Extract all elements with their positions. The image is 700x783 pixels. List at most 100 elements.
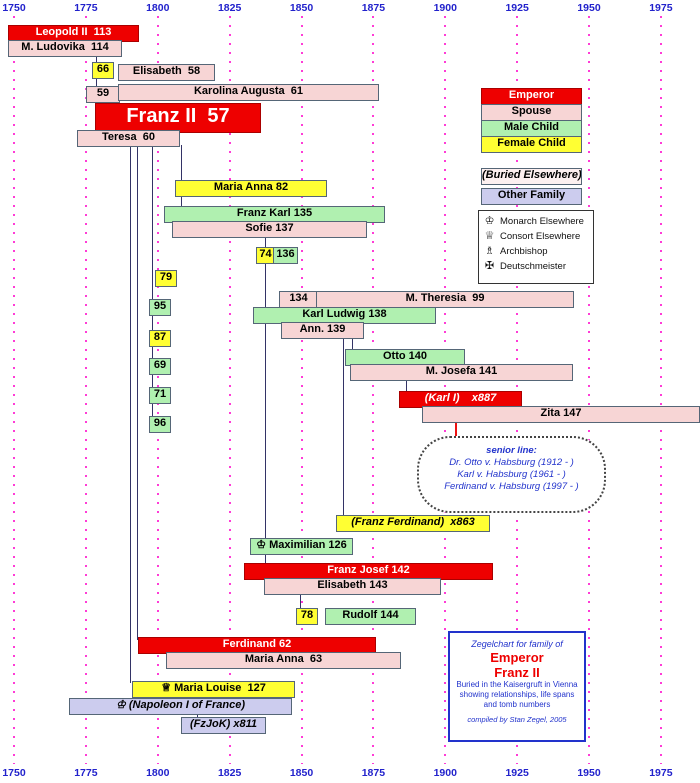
year-label-bottom-1875: 1875 — [361, 767, 386, 779]
person-bar-sofie-137: Sofie 137 — [172, 221, 367, 238]
timeline-gridline-1875 — [372, 16, 375, 764]
connector-line-8 — [352, 337, 353, 351]
person-bar-franz-ii-57: Franz II 57 — [95, 103, 261, 133]
year-label-top-1925: 1925 — [505, 2, 529, 14]
person-bar-tomb-87: 87 — [149, 330, 171, 347]
timeline-gridline-1850 — [300, 16, 303, 764]
year-label-bottom-1850: 1850 — [289, 767, 314, 779]
senior-line-heading: senior line: — [486, 445, 537, 456]
person-bar-rudolf-144: Rudolf 144 — [325, 608, 416, 625]
person-bar-tomb-74: 74 — [256, 247, 275, 264]
connector-line-1 — [130, 145, 131, 683]
info-box-subtitle: Zegelchart for family of — [471, 639, 563, 649]
connector-line-7 — [343, 337, 344, 517]
year-label-top-1825: 1825 — [217, 2, 242, 14]
person-bar-franz-ferdinand-x863: (Franz Ferdinand) x863 — [336, 515, 490, 532]
person-bar-maria-anna-82: Maria Anna 82 — [175, 180, 327, 197]
timeline-gridline-1975 — [659, 16, 662, 764]
year-label-bottom-1925: 1925 — [505, 767, 529, 779]
person-bar-m-josefa-141: M. Josefa 141 — [350, 364, 573, 381]
year-label-bottom-1825: 1825 — [217, 767, 242, 779]
person-bar-maria-anna-63: Maria Anna 63 — [166, 652, 401, 669]
person-bar-tomb-59: 59 — [86, 86, 120, 103]
person-bar-elisabeth-58: Elisabeth 58 — [118, 64, 215, 81]
symbol-legend-row-archbishop: ♗ Archbishop — [483, 244, 589, 259]
symbol-legend-label: Deutschmeister — [500, 261, 566, 272]
legend-item-emperor: Emperor — [481, 88, 582, 105]
year-label-bottom-1975: 1975 — [649, 767, 673, 779]
person-bar-tomb-69: 69 — [149, 358, 171, 375]
person-bar-teresa-60: Teresa 60 — [77, 130, 180, 147]
connector-line-2 — [137, 131, 138, 640]
timeline-gridline-1750 — [13, 16, 15, 764]
person-bar-elisabeth-143: Elisabeth 143 — [264, 578, 441, 595]
year-label-bottom-1900: 1900 — [433, 767, 457, 779]
legend-item-buried-elsewhere: (Buried Elsewhere) — [481, 168, 582, 185]
senior-line-entry: Ferdinand v. Habsburg (1997 - ) — [444, 481, 579, 492]
info-box-title: Emperor — [490, 650, 544, 665]
info-box-text: and tomb numbers — [483, 700, 551, 709]
info-box-text: Buried in the Kaisergruft in Vienna — [456, 680, 578, 689]
connector-line-0 — [96, 55, 97, 103]
connector-line-9 — [406, 379, 407, 393]
person-bar-napoleon-i-of-france: ♔ (Napoleon I of France) — [69, 698, 292, 715]
year-label-bottom-1775: 1775 — [74, 767, 98, 779]
connector-line-5 — [265, 236, 266, 565]
connector-line-4 — [181, 145, 182, 208]
year-label-top-1775: 1775 — [74, 2, 98, 14]
year-label-top-1975: 1975 — [649, 2, 673, 14]
symbol-legend-label: Monarch Elsewhere — [500, 216, 584, 227]
timeline-gridline-1900 — [444, 16, 447, 764]
year-label-top-1750: 1750 — [2, 2, 26, 14]
person-bar-zita-147: Zita 147 — [422, 406, 700, 423]
chart-info-box: Zegelchart for family of Emperor Franz I… — [448, 631, 586, 742]
connector-line-3 — [152, 145, 153, 418]
person-bar-maria-louise-127: ♕ Maria Louise 127 — [132, 681, 295, 698]
person-bar-tomb-79: 79 — [155, 270, 177, 287]
senior-line-note: senior line: Dr. Otto v. Habsburg (1912 … — [417, 436, 606, 513]
senior-line-entry: Karl v. Habsburg (1961 - ) — [457, 469, 566, 480]
year-label-bottom-1800: 1800 — [146, 767, 170, 779]
symbol-legend-box: ♔ Monarch Elsewhere ♕ Consort Elsewhere … — [478, 210, 594, 284]
person-bar-tomb-78: 78 — [296, 608, 318, 625]
person-bar-tomb-66: 66 — [92, 62, 114, 79]
timeline-gridline-1950 — [588, 16, 590, 764]
person-bar-tomb-95: 95 — [149, 299, 171, 316]
year-label-bottom-1950: 1950 — [577, 767, 601, 779]
timeline-gridline-1825 — [228, 16, 231, 764]
deutschmeister-icon: ✠ — [484, 260, 495, 272]
person-bar-fzjok-x811: (FzJoK) x811 — [181, 717, 266, 734]
symbol-legend-row-monarch: ♔ Monarch Elsewhere — [483, 214, 589, 229]
symbol-legend-label: Archbishop — [500, 246, 548, 257]
info-box-text: showing relationships, life spans — [459, 690, 575, 699]
year-label-top-1875: 1875 — [361, 2, 386, 14]
timeline-gridline-1925 — [516, 16, 519, 764]
connector-line-6 — [300, 593, 301, 610]
person-bar-tomb-134: 134 — [279, 291, 318, 308]
legend-item-female-child: Female Child — [481, 136, 582, 153]
legend-item-other-family: Other Family — [481, 188, 582, 205]
person-bar-m-ludovika-114: M. Ludovika 114 — [8, 40, 122, 57]
person-bar-karl-ludwig-138: Karl Ludwig 138 — [253, 307, 436, 324]
person-bar-ann-139: Ann. 139 — [281, 322, 364, 339]
person-bar-maximilian-126: ♔ Maximilian 126 — [250, 538, 353, 555]
info-box-credit: compiled by Stan Zegel, 2005 — [467, 715, 567, 724]
year-label-top-1950: 1950 — [577, 2, 601, 14]
person-bar-tomb-96: 96 — [149, 416, 171, 433]
timeline-gridline-1775 — [84, 16, 87, 764]
person-bar-tomb-71: 71 — [149, 387, 171, 404]
legend-item-spouse: Spouse — [481, 104, 582, 121]
symbol-legend-label: Consort Elsewhere — [500, 231, 581, 242]
symbol-legend-row-deutschmeister: ✠ Deutschmeister — [483, 259, 589, 274]
legend-item-male-child: Male Child — [481, 120, 582, 137]
senior-line-entry: Dr. Otto v. Habsburg (1912 - ) — [449, 457, 574, 468]
year-label-top-1900: 1900 — [433, 2, 457, 14]
symbol-legend-row-consort: ♕ Consort Elsewhere — [483, 229, 589, 244]
year-label-bottom-1750: 1750 — [2, 767, 26, 779]
consort-elsewhere-icon: ♕ — [484, 230, 495, 242]
year-label-top-1850: 1850 — [289, 2, 314, 14]
archbishop-icon: ♗ — [484, 245, 495, 257]
monarch-elsewhere-icon: ♔ — [484, 215, 495, 227]
person-bar-m-theresia-99: M. Theresia 99 — [316, 291, 574, 308]
